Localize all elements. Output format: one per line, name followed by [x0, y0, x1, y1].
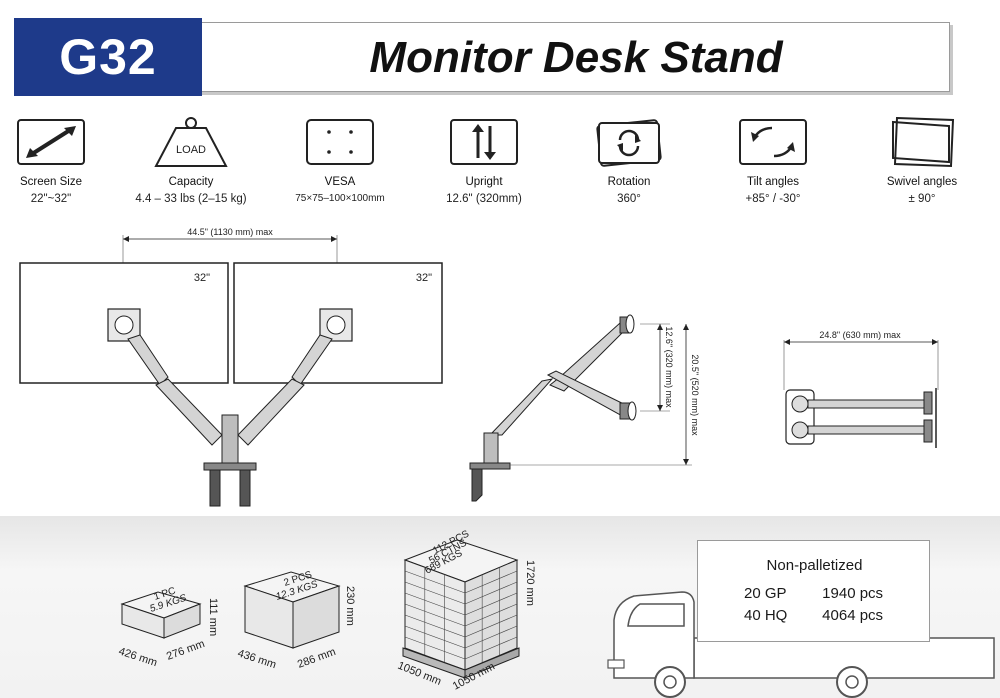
shipping-row: 40 HQ 4064 pcs	[744, 607, 883, 624]
spec-swivel: Swivel angles ± 90°	[862, 116, 982, 205]
load-icon-text: LOAD	[176, 144, 206, 156]
width-label: 44.5" (1130 mm) max	[187, 227, 273, 237]
spec-label: Tilt angles	[747, 176, 799, 188]
up-down-arrows-icon	[450, 119, 518, 165]
swivel-icon	[892, 116, 955, 168]
truck-illustration	[607, 591, 995, 698]
rotation-icon	[596, 119, 662, 167]
spec-value: 4.4 – 33 lbs (2–15 kg)	[135, 193, 247, 205]
spec-value: 75×75–100×100mm	[295, 193, 385, 204]
pallet-cartons	[402, 539, 520, 679]
shipping-row: 20 GP 1940 pcs	[744, 585, 883, 602]
shipping-card: Non-palletized 20 GP 1940 pcs 40 HQ 4064…	[697, 540, 930, 642]
spec-label: Capacity	[168, 176, 214, 188]
depth-label: 24.8" (630 mm) max	[819, 330, 901, 340]
double-box: 2 PCS 12.3 KGS 436 mm 286 mm 230 mm	[236, 569, 356, 671]
height-label: 20.5" (520 mm) max	[690, 354, 700, 436]
right-monitor-size: 32"	[416, 272, 432, 284]
diagonal-arrow-icon	[17, 119, 85, 165]
upright-label: 12.6" (320 mm) max	[664, 326, 674, 408]
vesa-holes-icon	[306, 119, 374, 165]
spec-upright: Upright 12.6" (320mm)	[424, 116, 544, 205]
container-pcs: 4064 pcs	[822, 607, 884, 624]
model-badge: G32	[14, 18, 202, 96]
front-view-diagram: 44.5" (1130 mm) max 32" 32"	[19, 227, 443, 507]
spec-screen-size: Screen Size 22"~32"	[0, 116, 111, 205]
spec-label: Screen Size	[19, 176, 82, 188]
spec-label: Upright	[465, 176, 503, 188]
pallet-height: 1720 mm	[524, 560, 536, 606]
shipping-title: Non-palletized	[766, 557, 863, 574]
spec-value: 360°	[617, 193, 641, 205]
left-monitor-size: 32"	[194, 272, 210, 284]
tilt-icon	[739, 119, 807, 165]
single-length: 426 mm	[117, 645, 159, 669]
spec-tilt: Tilt angles +85° / -30°	[713, 116, 833, 205]
spec-rotation: Rotation 360°	[569, 116, 689, 205]
spec-value: 12.6" (320mm)	[446, 193, 522, 205]
double-length: 436 mm	[236, 647, 278, 671]
single-height: 111 mm	[207, 598, 219, 636]
spec-value: ± 90°	[908, 193, 936, 205]
spec-label: Rotation	[607, 176, 651, 188]
load-weight-icon: LOAD	[154, 117, 228, 167]
spec-label: VESA	[324, 176, 356, 188]
double-width: 286 mm	[296, 646, 337, 671]
single-box: 1 PC 5.9 KGS 426 mm 276 mm 111 mm	[117, 586, 219, 670]
double-height: 230 mm	[344, 586, 356, 626]
spec-value: +85° / -30°	[745, 193, 801, 205]
top-view-diagram: 24.8" (630 mm) max	[783, 330, 939, 448]
spec-value: 22"~32"	[30, 193, 72, 205]
container-type: 40 HQ	[744, 607, 788, 624]
page-title: Monitor Desk Stand	[369, 33, 783, 82]
spec-label: Swivel angles	[886, 176, 958, 188]
spec-vesa: VESA 75×75–100×100mm	[280, 116, 400, 204]
container-type: 20 GP	[744, 585, 787, 602]
spec-capacity: LOAD Capacity 4.4 – 33 lbs (2–15 kg)	[131, 116, 251, 205]
pallet-stack: 112 PCS 56 CTNS 689 KGS 1050 mm 1050 mm …	[396, 528, 536, 692]
side-view-diagram: 12.6" (320 mm) max 20.5" (520 mm) max	[469, 314, 700, 502]
single-width: 276 mm	[165, 638, 206, 663]
container-pcs: 1940 pcs	[822, 585, 884, 602]
